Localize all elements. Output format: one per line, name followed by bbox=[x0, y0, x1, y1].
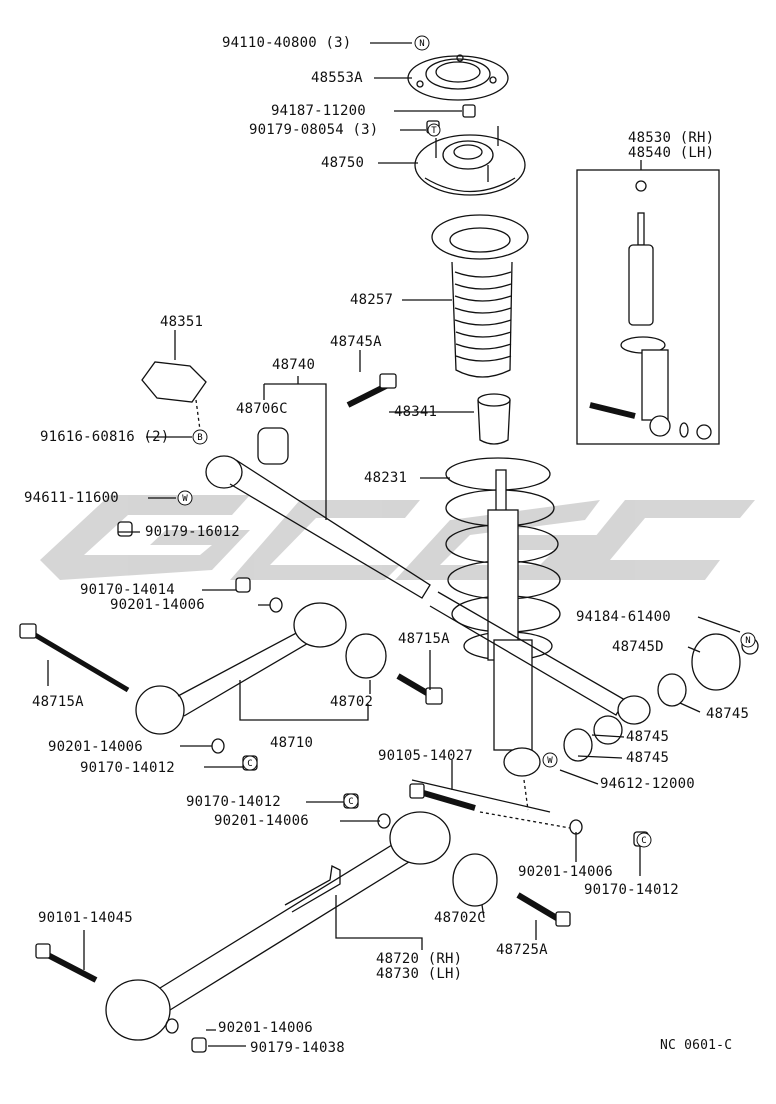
marker-t: T bbox=[431, 126, 437, 136]
part-label: 94611-11600 bbox=[24, 490, 119, 506]
lower-arm bbox=[105, 811, 451, 1041]
part-label: 90201-14006 bbox=[214, 813, 309, 829]
part-label: 48530 (RH) bbox=[628, 130, 715, 146]
part-label: 90201-14006 bbox=[518, 864, 613, 880]
part-label: 90201-14006 bbox=[110, 597, 205, 613]
bushing-48702 bbox=[345, 633, 387, 679]
marker-n-2: N bbox=[745, 636, 750, 646]
part-label: 90170-14012 bbox=[186, 794, 281, 810]
part-label: 90170-14012 bbox=[584, 882, 679, 898]
part-label: 90101-14045 bbox=[38, 910, 133, 926]
part-label: 48257 bbox=[350, 292, 394, 308]
part-label: 90179-14038 bbox=[250, 1040, 345, 1056]
part-label: 48706C bbox=[236, 401, 288, 417]
part-label: 48341 bbox=[394, 404, 438, 420]
part-label: 48715A bbox=[398, 631, 450, 647]
bolt-48725a bbox=[516, 892, 562, 923]
part-label: 48725A bbox=[496, 942, 548, 958]
bolt-48715a-left bbox=[28, 629, 130, 693]
part-label: 94612-12000 bbox=[600, 776, 695, 792]
lateral-rod bbox=[205, 455, 651, 725]
part-label: 48702C bbox=[434, 910, 486, 926]
part-label: 48740 bbox=[272, 357, 316, 373]
part-label: 90201-14006 bbox=[48, 739, 143, 755]
bushing-48702c bbox=[452, 853, 498, 907]
upper-support bbox=[414, 134, 526, 196]
diagram-code: NC 0601-C bbox=[660, 1038, 733, 1053]
marker-n: N bbox=[419, 39, 424, 49]
part-label: 94184-61400 bbox=[576, 609, 671, 625]
part-label: 90170-14012 bbox=[80, 760, 175, 776]
bump-stop bbox=[477, 393, 511, 407]
jack-pad bbox=[141, 361, 207, 403]
nut-part bbox=[462, 104, 476, 118]
part-label: 90179-16012 bbox=[145, 524, 240, 540]
part-label: 48710 bbox=[270, 735, 314, 751]
bolt-90101 bbox=[40, 949, 98, 983]
marker-w: W bbox=[182, 494, 188, 504]
marker-w-2: W bbox=[547, 756, 553, 766]
shock-assembly bbox=[589, 180, 712, 440]
part-label: 94110-40800 (3) bbox=[222, 35, 352, 51]
part-label: 48231 bbox=[364, 470, 408, 486]
part-label: 48715A bbox=[32, 694, 84, 710]
marker-b: B bbox=[197, 433, 202, 443]
part-label: 48750 bbox=[321, 155, 365, 171]
part-label: 48351 bbox=[160, 314, 204, 330]
part-label: 90179-08054 (3) bbox=[249, 122, 379, 138]
part-label: 90170-14014 bbox=[80, 582, 175, 598]
part-label: 48745D bbox=[612, 639, 664, 655]
bolt-90105 bbox=[419, 789, 476, 811]
part-label: 48730 (LH) bbox=[376, 966, 463, 982]
upper-arm bbox=[135, 602, 347, 735]
part-label: 94187-11200 bbox=[271, 103, 366, 119]
part-label: 48745 bbox=[706, 706, 750, 722]
shock-assembly-box bbox=[576, 169, 720, 445]
part-label: 48745A bbox=[330, 334, 382, 350]
dust-boot bbox=[431, 214, 529, 260]
part-label: 90201-14006 bbox=[218, 1020, 313, 1036]
part-label: 48745 bbox=[626, 729, 670, 745]
part-label: 48540 (LH) bbox=[628, 145, 715, 161]
bushing-48706c bbox=[257, 427, 289, 465]
part-label: 48553A bbox=[311, 70, 363, 86]
part-label: 91616-60816 (2) bbox=[40, 429, 170, 445]
bushing-48745d bbox=[691, 633, 741, 691]
part-label: 90105-14027 bbox=[378, 748, 473, 764]
part-label: 48720 (RH) bbox=[376, 951, 463, 967]
marker-c-3: C bbox=[247, 759, 252, 769]
marker-c-2: C bbox=[348, 797, 353, 807]
part-label: 48702 bbox=[330, 694, 374, 710]
markers: N T B W W N C C C bbox=[177, 35, 756, 848]
marker-c: C bbox=[641, 836, 646, 846]
part-label: 48745 bbox=[626, 750, 670, 766]
watermark-logo bbox=[40, 495, 755, 580]
